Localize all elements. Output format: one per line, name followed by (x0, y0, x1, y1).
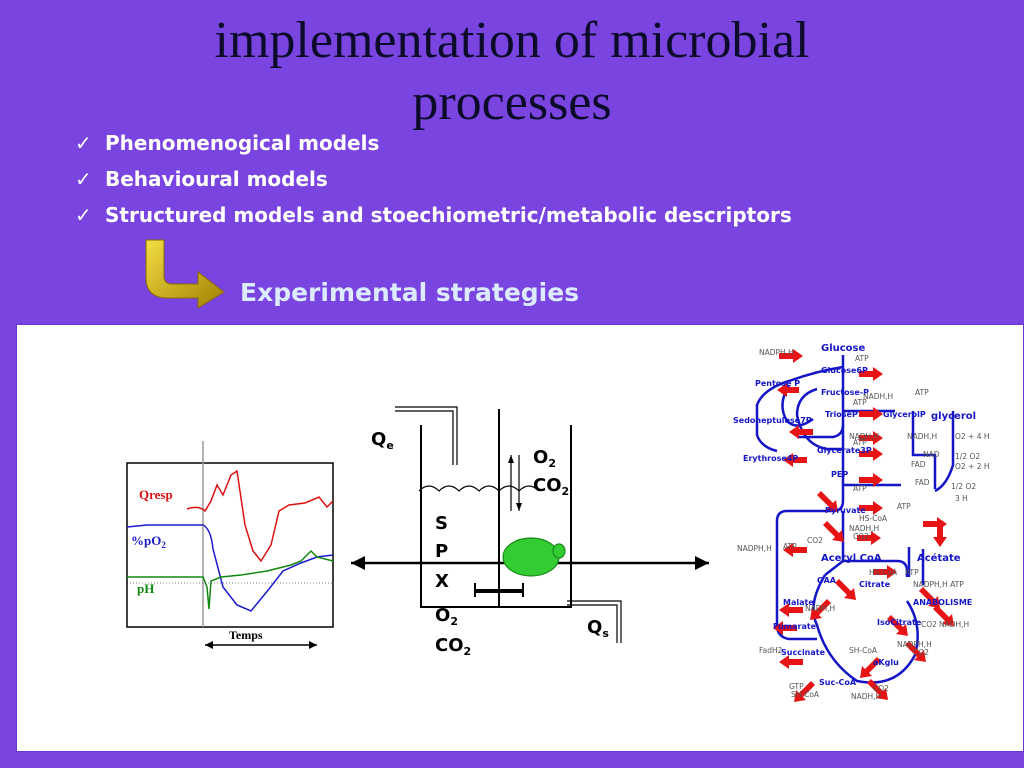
qresp-label: Qresp (139, 487, 173, 502)
pathway-labels: Glucose Glucose6P Pentose P Fructose-P S… (733, 343, 976, 687)
bullet-text: Structured models and stoechiometric/met… (105, 203, 792, 227)
svg-text:3 H: 3 H (955, 494, 968, 503)
qs-label: Qs (587, 617, 609, 640)
svg-text:NADPH,H: NADPH,H (897, 640, 932, 649)
qe-label: Qe (371, 429, 394, 452)
bullet-list: ✓ Phenomenogical models ✓ Behavioural mode… (75, 128, 792, 236)
acetate-label: Acétate (917, 552, 961, 564)
succoa-label: Suc-CoA (819, 678, 857, 687)
temps-label: Temps (229, 628, 263, 642)
po2-label: %pO2 (131, 533, 166, 550)
svg-text:NADH,H: NADH,H (849, 432, 879, 441)
svg-text:ATP: ATP (855, 354, 869, 363)
glucose-label: Glucose (821, 343, 866, 354)
glycerate-label: Glycerate3P (817, 446, 872, 455)
illustration-canvas: Qresp %pO2 pH Temps Qe Qs O2 CO2 S P X O… (126, 343, 990, 702)
checkmark-icon: ✓ (75, 167, 92, 191)
svg-text:CO2: CO2 (873, 684, 889, 693)
svg-text:FadH2: FadH2 (759, 646, 783, 655)
measurement-graph: Qresp %pO2 pH Temps (126, 441, 334, 649)
pyruvate-label: Pyruvate (825, 506, 866, 515)
gas-co2-label: CO2 (533, 475, 569, 498)
fumarate-label: Fumarate (773, 622, 817, 631)
svg-text:CO2: CO2 (807, 536, 823, 545)
svg-text:NADPH,H: NADPH,H (759, 348, 794, 357)
flux-arrows (773, 349, 954, 702)
svg-text:NADPH,H: NADPH,H (737, 544, 772, 553)
svg-text:CO2: CO2 (921, 620, 937, 629)
cofactor-labels: NADPH,H ATP NADH,H ATP ATP NADH,H ATP NA… (737, 348, 990, 701)
triose-label: TrioseP (825, 410, 858, 419)
curved-arrow-icon (145, 239, 225, 308)
substrate-label: S (435, 513, 448, 534)
isocitrate-label: IsoCitrate (877, 618, 922, 627)
pentose-label: Pentose P (755, 379, 800, 388)
glucose6p-label: Glucose6P (821, 366, 868, 375)
liquid-o2-label: O2 (435, 605, 458, 628)
svg-text:FAD: FAD (915, 478, 930, 487)
svg-text:HS-CoA: HS-CoA (859, 514, 888, 523)
bullet-item: ✓ Phenomenogical models (75, 128, 792, 164)
pep-label: PEP (831, 470, 848, 479)
ph-label: pH (137, 581, 154, 596)
oaa-label: OAA (817, 576, 837, 585)
svg-text:NADH,H: NADH,H (907, 432, 937, 441)
svg-text:CO2: CO2 (853, 532, 869, 541)
product-label: P (435, 541, 448, 562)
svg-text:SH-CoA: SH-CoA (849, 646, 878, 655)
metabolic-pathway-diagram (755, 355, 955, 684)
svg-text:SH-CoA: SH-CoA (791, 690, 820, 699)
svg-text:FAD: FAD (911, 460, 926, 469)
svg-text:NADH,H: NADH,H (805, 604, 835, 613)
svg-text:ATP: ATP (783, 542, 797, 551)
checkmark-icon: ✓ (75, 203, 92, 227)
svg-text:HS-CoA: HS-CoA (869, 568, 898, 577)
bullet-text: Phenomenogical models (105, 131, 380, 155)
slide-title: implementation of microbial processes (0, 10, 1024, 134)
svg-text:1/2 O2: 1/2 O2 (951, 482, 976, 491)
anabolisme-label: ANABOLISME (913, 598, 972, 607)
title-line-1: implementation of microbial (214, 12, 810, 69)
citrate-label: Citrate (859, 580, 891, 589)
bullet-item: ✓ Structured models and stoechiometric/me… (75, 200, 792, 236)
svg-text:ATP: ATP (853, 398, 867, 407)
svg-text:ATP: ATP (853, 438, 867, 447)
svg-text:NADH,H: NADH,H (863, 392, 893, 401)
svg-text:O2 + 2 H: O2 + 2 H (955, 462, 990, 471)
svg-text:NADH,H: NADH,H (939, 620, 969, 629)
microbial-cell-icon (502, 537, 560, 577)
malate-label: Malate (783, 598, 814, 607)
checkmark-icon: ✓ (75, 131, 92, 155)
svg-text:GTP: GTP (789, 682, 804, 691)
svg-text:CO2: CO2 (913, 648, 929, 657)
illustration-panel: Qresp %pO2 pH Temps Qe Qs O2 CO2 S P X O… (16, 324, 1024, 752)
svg-text:NADPH,H ATP: NADPH,H ATP (913, 580, 964, 589)
biomass-label: X (435, 571, 449, 592)
svg-text:ATP: ATP (853, 484, 867, 493)
sedoheptulose-label: Sedoheptulose7P (733, 416, 812, 425)
acetylcoa-label: Acetyl CoA (821, 553, 882, 564)
liquid-co2-label: CO2 (435, 635, 471, 658)
svg-text:NADH,H: NADH,H (849, 524, 879, 533)
gas-o2-label: O2 (533, 447, 556, 470)
akglu-label: aKglu (873, 658, 899, 667)
glycerol-label: glycerol (931, 411, 976, 422)
succinate-label: Succinate (781, 648, 826, 657)
erythrose-label: Erythrose4P (743, 454, 798, 463)
bullet-text: Behavioural models (105, 167, 328, 191)
svg-text:O2 + 4 H: O2 + 4 H (955, 432, 990, 441)
svg-text:NAD: NAD (923, 450, 940, 459)
glycerolp-label: GlycerolP (883, 410, 926, 419)
svg-text:1/2 O2: 1/2 O2 (955, 452, 980, 461)
svg-text:ATP: ATP (915, 388, 929, 397)
title-line-2: processes (412, 74, 612, 131)
svg-text:ATP: ATP (905, 568, 919, 577)
bullet-item: ✓ Behavioural models (75, 164, 792, 200)
svg-text:NADH,H: NADH,H (851, 692, 881, 701)
svg-text:ATP: ATP (897, 502, 911, 511)
fructose-label: Fructose-P (821, 388, 869, 397)
bioreactor-diagram: Qe Qs O2 CO2 S P X O2 CO2 (351, 406, 709, 658)
experimental-strategies-heading: Experimental strategies (240, 278, 580, 307)
